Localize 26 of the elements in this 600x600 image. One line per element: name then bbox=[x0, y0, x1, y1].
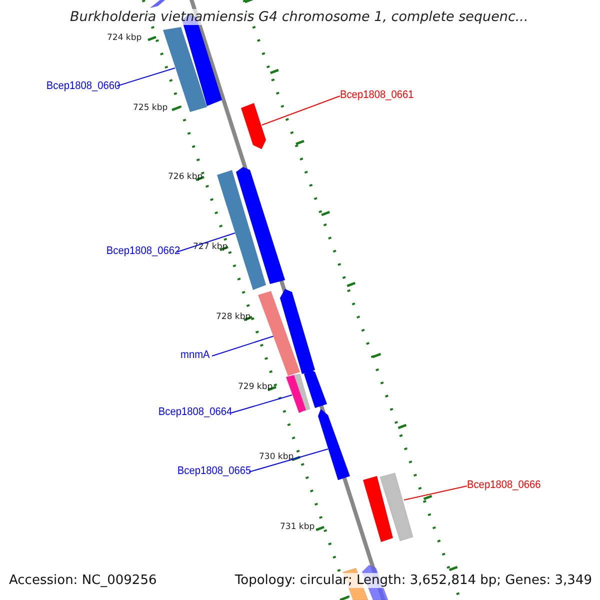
leader-line bbox=[404, 486, 468, 500]
gene-feature bbox=[241, 103, 266, 150]
tick-label: 727 kbp bbox=[193, 242, 228, 252]
gene-bar bbox=[363, 476, 393, 542]
gene-bar bbox=[286, 375, 306, 413]
info-text: Accession: NC_009256 bbox=[9, 573, 157, 588]
gene-label: mnmA bbox=[180, 349, 210, 362]
gene-bar bbox=[258, 291, 300, 376]
title: Burkholderia vietnamiensis G4 chromosome 1, complete sequenc... bbox=[70, 9, 528, 25]
leader-line bbox=[248, 448, 328, 472]
tick-label: 729 kbp bbox=[238, 382, 273, 392]
leader-line bbox=[262, 96, 340, 126]
leader-line bbox=[116, 68, 176, 86]
leader-line bbox=[230, 394, 292, 414]
gene-label: Bcep1808_0660 bbox=[46, 80, 120, 93]
gene-label: Bcep1808_0666 bbox=[467, 479, 541, 492]
gene-label: Bcep1808_0662 bbox=[106, 245, 180, 258]
leader-line bbox=[176, 232, 236, 252]
tick-label: 730 kbp bbox=[259, 452, 294, 462]
leader-line bbox=[212, 336, 274, 356]
gene-label: Bcep1808_0661 bbox=[340, 89, 414, 102]
gene-label: Bcep1808_0664 bbox=[158, 406, 232, 419]
gene-feature bbox=[318, 408, 350, 480]
tick-label: 731 kbp bbox=[280, 522, 315, 532]
tick-label: 725 kbp bbox=[133, 103, 168, 113]
gene-label: Bcep1808_0665 bbox=[177, 465, 252, 478]
